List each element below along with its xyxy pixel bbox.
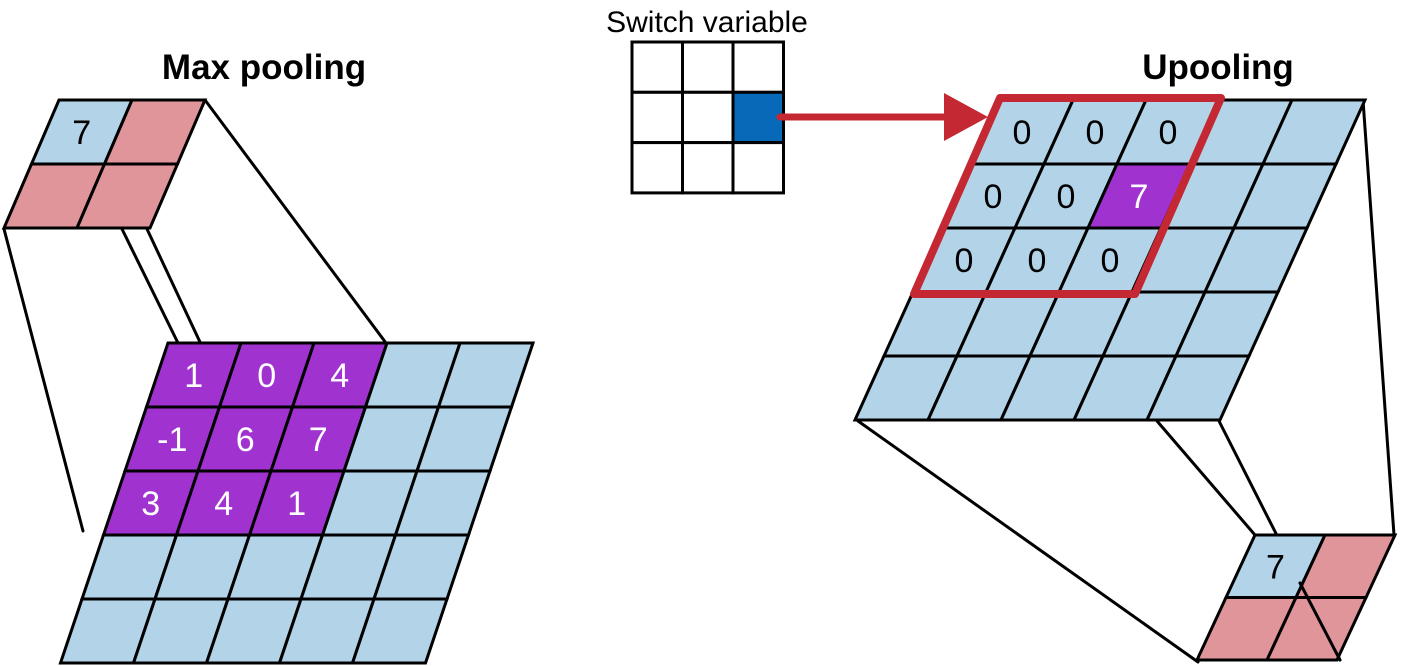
maxpool-input-value: 1 [184, 357, 203, 395]
overlay-lines [910, 94, 1342, 662]
maxpool-output-cell [74, 162, 180, 230]
grid-cells [1, 40, 1398, 665]
switch-arrow [776, 93, 988, 141]
unpool-output-value: 0 [1101, 242, 1120, 280]
maxpool-input-value: 3 [141, 485, 160, 523]
switch-cell [681, 141, 735, 195]
arrow-head [944, 93, 988, 141]
maxpool-input-value: 4 [330, 357, 349, 395]
title-switch-variable: Switch variable [606, 6, 808, 39]
unpool-output-value: 0 [1086, 114, 1105, 152]
switch-cell [681, 90, 735, 145]
unpool-output-value: 0 [955, 242, 974, 280]
unpool-window-highlight [910, 94, 1225, 298]
connector-lines [2, 98, 1396, 664]
connector-line [1361, 98, 1396, 537]
unpool-output-value: 0 [1159, 114, 1178, 152]
unpool-output-value: 0 [1013, 114, 1032, 152]
maxpool-input-value: 0 [257, 357, 276, 395]
connector-line [1155, 419, 1257, 537]
connector-line [2, 227, 85, 533]
maxpool-input-value: -1 [157, 421, 187, 459]
maxpool-input-cell [350, 597, 450, 665]
connector-line [203, 98, 388, 345]
switch-active-cell [731, 90, 785, 145]
labels: Max pooling Switch variable Upooling 1 0 4… [72, 6, 1294, 586]
unpool-output-cell [1144, 354, 1252, 422]
maxpool-input-value: 1 [287, 485, 306, 523]
switch-cell [630, 90, 684, 145]
unpool-output-value: 0 [984, 178, 1003, 216]
title-unpooling: Upooling [1142, 48, 1294, 87]
maxpool-output-value: 7 [72, 114, 91, 152]
unpool-output-value: 0 [1057, 178, 1076, 216]
maxpool-input-value: 7 [309, 421, 328, 459]
switch-cell [731, 40, 785, 94]
switch-cell [630, 141, 684, 195]
maxpool-input-value: 6 [236, 421, 255, 459]
switch-cell [731, 141, 785, 195]
connector-line [120, 227, 180, 345]
switch-cell [681, 40, 735, 94]
unpool-input-value: 7 [1266, 548, 1285, 586]
maxpool-input-value: 4 [214, 485, 233, 523]
unpool-input-cell [1264, 596, 1369, 662]
title-max-pooling: Max pooling [162, 48, 366, 87]
switch-cell [630, 40, 684, 94]
connector-line [1298, 581, 1342, 662]
connector-line [856, 419, 1200, 664]
unpool-output-value: 0 [1028, 242, 1047, 280]
unpool-output-value: 7 [1130, 178, 1149, 216]
